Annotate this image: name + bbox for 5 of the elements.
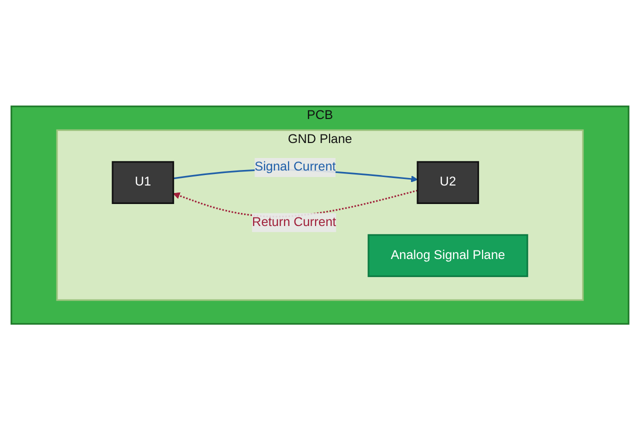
edge-label: Return Current: [252, 215, 336, 229]
node-box: U2: [416, 161, 480, 204]
node-box: U1: [112, 161, 174, 204]
node-box: Analog Signal Plane: [368, 234, 528, 277]
edge-label: Signal Current: [254, 160, 336, 174]
